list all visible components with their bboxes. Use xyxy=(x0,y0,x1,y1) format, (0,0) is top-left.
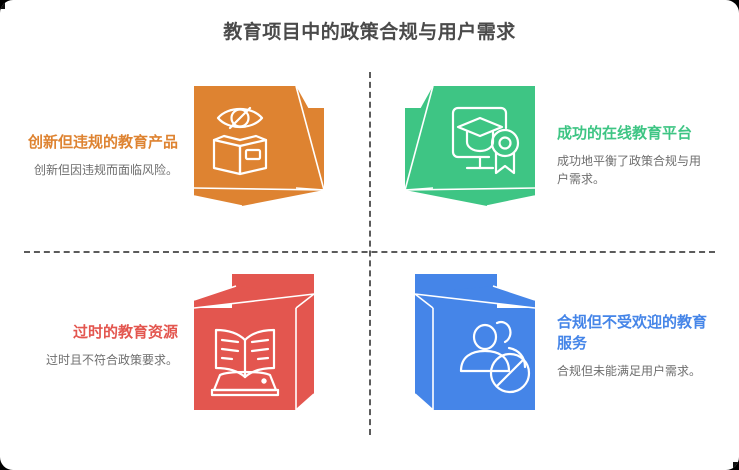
eye-slash-book-icon xyxy=(193,85,325,207)
quadrant-bottom-left-description: 过时且不符合政策要求。 xyxy=(45,353,178,367)
monitor-graduation-award-icon xyxy=(404,85,536,207)
quadrant-top-right-graphic xyxy=(385,78,545,233)
quadrant-bottom-left[interactable]: 过时的教育资源 过时且不符合政策要求。 xyxy=(18,268,354,423)
quadrant-top-right-title: 成功的在线教育平台 xyxy=(557,125,693,142)
quadrant-bottom-left-title: 过时的教育资源 xyxy=(72,324,178,341)
users-prohibited-icon xyxy=(414,274,536,411)
quadrant-bottom-right-title: 合规但不受欢迎的教育服务 xyxy=(557,313,708,352)
quadrant-bottom-right-description: 合规但未能满足用户需求。 xyxy=(557,363,702,378)
divider-vertical xyxy=(369,72,371,435)
quadrant-bottom-right-graphic xyxy=(385,268,545,423)
quadrant-bottom-right-text: 合规但不受欢迎的教育服务 合规但未能满足用户需求。 xyxy=(545,312,711,380)
corner-mark-bottom-right xyxy=(733,462,739,468)
quadrant-top-left[interactable]: 创新但违规的教育产品 创新但因违规而面临风险。 xyxy=(18,78,354,233)
quadrant-top-left-graphic xyxy=(184,78,344,233)
quadrant-bottom-right[interactable]: 合规但不受欢迎的教育服务 合规但未能满足用户需求。 xyxy=(385,268,721,423)
quadrant-bottom-left-graphic xyxy=(184,268,344,423)
open-book-stand-icon xyxy=(193,274,315,411)
page-title: 教育项目中的政策合规与用户需求 xyxy=(223,22,516,43)
quadrant-top-right[interactable]: 成功的在线教育平台 成功地平衡了政策合规与用户需求。 xyxy=(385,78,721,233)
quadrant-top-left-text: 创新但违规的教育产品 创新但因违规而面临风险。 xyxy=(18,132,184,179)
corner-mark-top-left xyxy=(0,2,5,9)
quadrant-top-left-description: 创新但因违规而面临风险。 xyxy=(33,163,178,177)
quadrant-top-right-text: 成功的在线教育平台 成功地平衡了政策合规与用户需求。 xyxy=(545,123,711,188)
quadrant-bottom-left-text: 过时的教育资源 过时且不符合政策要求。 xyxy=(18,322,184,369)
quadrant-top-right-description: 成功地平衡了政策合规与用户需求。 xyxy=(557,154,702,186)
quadrant-top-left-title: 创新但违规的教育产品 xyxy=(27,134,178,151)
